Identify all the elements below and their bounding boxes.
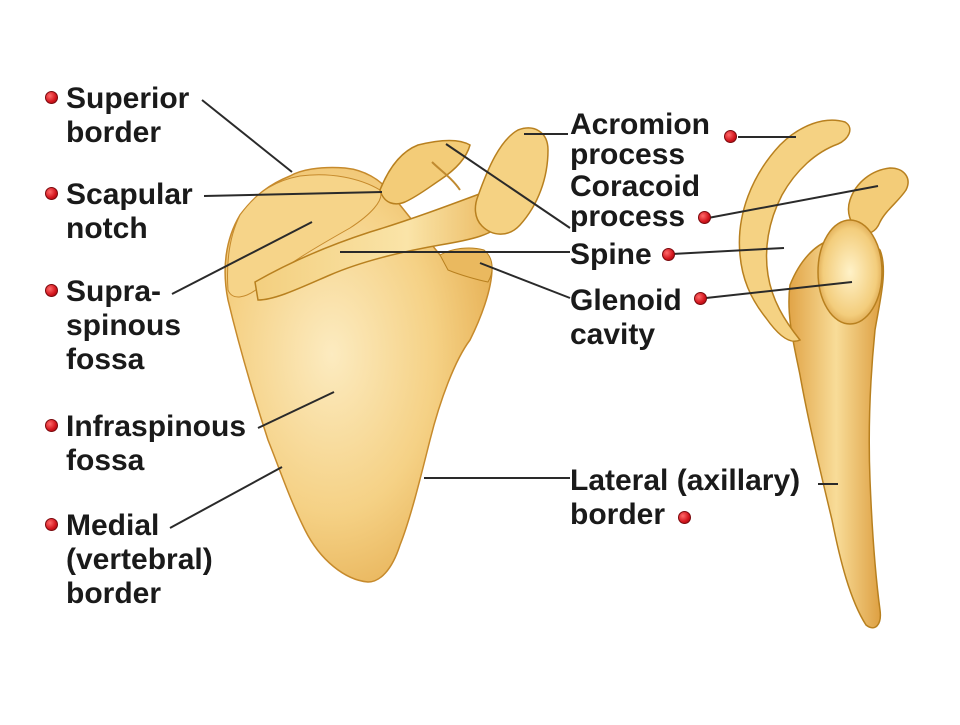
label-line: process	[570, 200, 686, 233]
label-line: Acromion	[570, 108, 711, 141]
marker-dot	[698, 211, 711, 224]
label-line: Coracoid	[570, 170, 701, 203]
marker-dot	[45, 284, 58, 297]
leader-spine-right	[671, 247, 785, 255]
label-coracoid-process: Coracoid process	[570, 172, 700, 232]
label-glenoid-cavity: Glenoid cavity	[570, 284, 682, 352]
leader-infraspinous	[257, 391, 335, 429]
marker-dot	[724, 130, 737, 143]
leader-superior-border	[201, 99, 293, 173]
marker-dot	[45, 518, 58, 531]
label-line: border	[66, 116, 162, 149]
leader-supraspinous	[171, 221, 313, 295]
supraspinous-region	[227, 174, 382, 298]
label-line: Infraspinous	[66, 410, 247, 443]
lateral-view-acromion	[738, 119, 851, 342]
acromion-posterior	[474, 127, 549, 235]
marker-dot	[45, 419, 58, 432]
label-line: fossa	[66, 444, 145, 477]
label-line: process	[570, 138, 686, 171]
glenoid-cavity-shape	[817, 219, 883, 325]
label-line: Supra-	[66, 275, 162, 308]
marker-dot	[45, 91, 58, 104]
label-lateral-border: Lateral (axillary) border	[570, 464, 800, 532]
label-line: fossa	[66, 343, 145, 376]
leader-glenoid-left	[479, 262, 571, 299]
label-line: Glenoid	[570, 284, 682, 317]
label-supraspinous-fossa: Supra- spinous fossa	[66, 275, 181, 377]
label-line: Medial	[66, 509, 160, 542]
marker-dot	[662, 248, 675, 261]
marker-dot	[694, 292, 707, 305]
label-acromion-process: Acromion process	[570, 110, 710, 170]
label-line: border	[570, 498, 666, 531]
label-line: Scapular	[66, 178, 193, 211]
marker-dot	[45, 187, 58, 200]
label-line: cavity	[570, 318, 656, 351]
leader-coracoid-left	[445, 143, 571, 229]
coracoid-posterior	[379, 139, 471, 205]
marker-dot	[678, 511, 691, 524]
label-spine: Spine	[570, 238, 652, 272]
label-line: spinous	[66, 309, 182, 342]
leader-lines	[169, 99, 879, 529]
label-line: border	[66, 577, 162, 610]
leader-medial-border	[169, 466, 283, 529]
label-infraspinous-fossa: Infraspinous fossa	[66, 410, 246, 478]
label-scapular-notch: Scapular notch	[66, 178, 193, 246]
label-line: notch	[66, 212, 148, 245]
leader-scapular-notch	[203, 191, 383, 197]
leader-coracoid-right	[707, 185, 879, 219]
label-line: Superior	[66, 82, 190, 115]
label-line: Lateral (axillary)	[570, 464, 801, 497]
label-line: (vertebral)	[66, 543, 213, 576]
label-medial-border: Medial (vertebral) border	[66, 509, 213, 611]
label-superior-border: Superior border	[66, 82, 189, 150]
label-line: Spine	[570, 238, 652, 271]
leader-glenoid-right	[705, 281, 853, 299]
